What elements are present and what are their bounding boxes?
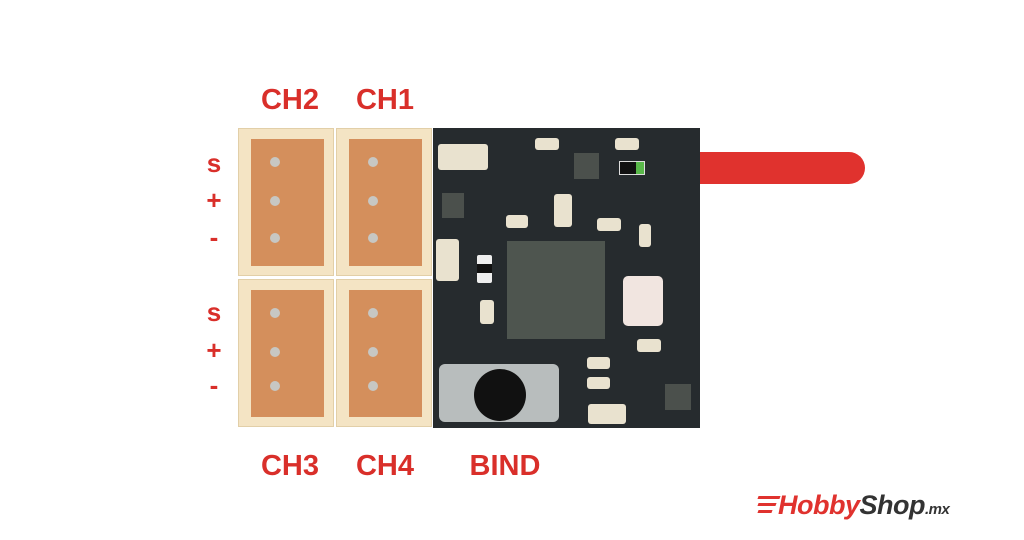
pin <box>270 233 280 243</box>
bind-label: BIND <box>469 450 541 482</box>
pin-label-minus-bottom: - <box>209 370 219 400</box>
transistor <box>665 384 691 410</box>
resistor <box>535 138 559 150</box>
capacitor <box>436 239 459 281</box>
diode <box>442 193 464 218</box>
resistor <box>554 194 572 227</box>
crystal <box>623 276 663 326</box>
transistor <box>574 153 599 179</box>
bind-button-cap <box>474 369 526 421</box>
resistor <box>597 218 621 231</box>
connector-body <box>349 290 422 417</box>
pin-label-plus-bottom: + <box>206 335 222 365</box>
connector-body <box>349 139 422 266</box>
ch1-label: CH1 <box>355 84 414 116</box>
pin <box>270 196 280 206</box>
ch3-label: CH3 <box>260 450 319 482</box>
logo-text: HobbyShop.mx <box>778 490 950 521</box>
connector-body <box>251 139 324 266</box>
pin-label-signal-top: s <box>206 148 222 178</box>
logo-brand-dark: Shop <box>859 490 926 520</box>
resistor <box>480 300 494 324</box>
pin-label-signal-bottom: s <box>206 297 222 327</box>
diode <box>477 255 492 283</box>
ch4-label: CH4 <box>355 450 414 482</box>
connector-ch4 <box>336 279 432 427</box>
pin-label-plus-top: + <box>206 185 222 215</box>
pin <box>368 347 378 357</box>
logo-brand-red: Hobby <box>778 490 860 520</box>
receiver-chip <box>507 241 605 339</box>
resistor <box>615 138 639 150</box>
pin <box>368 308 378 318</box>
resistor <box>587 377 610 389</box>
hobbyshop-logo: HobbyShop.mx <box>757 490 1006 521</box>
resistor <box>637 339 661 352</box>
pin <box>270 157 280 167</box>
connector-ch2 <box>238 128 334 276</box>
led <box>619 161 645 175</box>
resistor <box>587 357 610 369</box>
connector-body <box>251 290 324 417</box>
pin <box>270 308 280 318</box>
logo-tld: .mx <box>925 501 950 518</box>
resistor <box>506 215 528 228</box>
pin <box>368 157 378 167</box>
capacitor <box>438 144 488 170</box>
resistor <box>639 224 651 247</box>
pin <box>270 381 280 391</box>
receiver-board <box>433 128 700 428</box>
pin <box>270 347 280 357</box>
connector-ch3 <box>238 279 334 427</box>
pin <box>368 196 378 206</box>
pin-label-minus-top: - <box>209 222 219 252</box>
pin <box>368 233 378 243</box>
pin <box>368 381 378 391</box>
bind-button[interactable] <box>439 364 559 422</box>
ch2-label: CH2 <box>260 84 319 116</box>
connector-ch1 <box>336 128 432 276</box>
capacitor <box>588 404 626 424</box>
